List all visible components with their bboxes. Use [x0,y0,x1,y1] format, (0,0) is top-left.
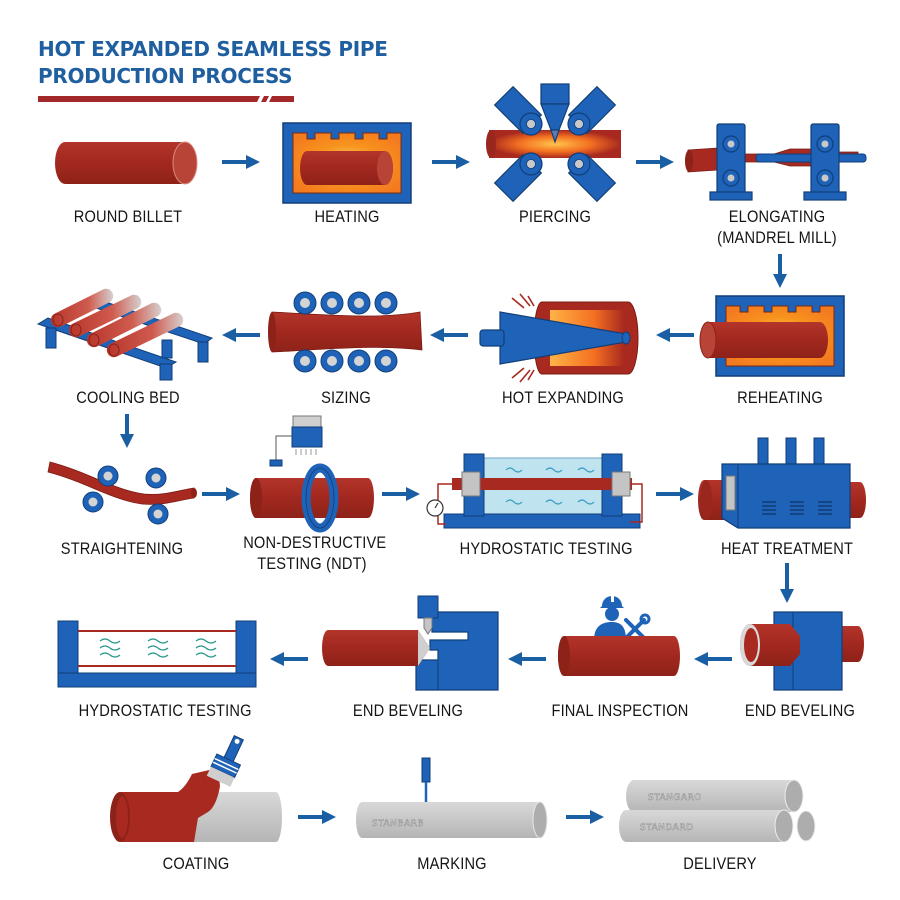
arrow-left-icon [694,652,732,666]
marking-pipe-text: STANBARB [372,819,424,829]
step-label-heat-treatment: HEAT TREATMENT [720,539,854,558]
step-label-ndt-line2: TESTING (NDT) [257,554,367,573]
sizing-rollers-icon [268,291,423,373]
pipe-stack-icon: STANGARO STANDARD [619,779,816,843]
step-hot-expanding [478,292,648,384]
page-title: HOT EXPANDED SEAMLESS PIPE PRODUCTION PR… [38,36,388,90]
arrow-down-icon [780,563,794,603]
step-sizing [266,290,426,380]
arrow-left-icon [430,328,468,342]
heat-treatment-furnace-icon [698,437,866,529]
step-label-hydrostatic-testing-1: HYDROSTATIC TESTING [459,539,633,558]
step-label-round-billet: ROUND BILLET [73,207,183,226]
step-piercing [485,82,625,203]
arrow-left-icon [222,328,260,342]
step-label-elongating-line2: (MANDREL MILL) [717,228,837,247]
arrow-left-icon [270,652,308,666]
step-heating [282,122,412,204]
arrow-right-icon [222,155,260,169]
reheating-furnace-icon [699,295,845,377]
arrow-left-icon [508,652,546,666]
straightener-icon [47,461,197,525]
wrench-screwdriver-icon [624,618,646,640]
step-label-ndt: NON-DESTRUCTIVE TESTING (NDT) [243,532,387,574]
arrow-right-icon [298,810,336,824]
delivery-top-pipe-text: STANGARO [648,793,702,803]
step-label-hot-expanding: HOT EXPANDING [502,388,624,407]
step-delivery: STANGARO STANDARD [619,778,820,843]
step-label-piercing: PIERCING [518,207,592,226]
arrow-right-icon [432,155,470,169]
step-label-delivery: DELIVERY [683,854,757,873]
step-straightening [47,458,198,528]
step-label-end-beveling-1: END BEVELING [744,701,856,720]
arrow-left-icon [656,328,694,342]
step-label-heating: HEATING [314,207,380,226]
step-ndt [248,415,378,533]
expanding-cone-icon [479,293,639,383]
arrow-right-icon [636,155,674,169]
ndt-ring-icon [250,415,374,533]
title-underline [38,96,294,102]
step-marking: STANBARB [354,756,554,840]
step-label-reheating: REHEATING [737,388,823,407]
paint-brush-icon [110,734,282,842]
arrow-right-icon [656,487,694,501]
title-line-1: HOT EXPANDED SEAMLESS PIPE [38,37,388,61]
step-label-elongating: ELONGATING (MANDREL MILL) [708,206,846,248]
step-reheating [699,295,850,377]
piercing-mill-icon [486,83,621,203]
beveling-machine-icon [740,611,864,691]
delivery-bottom-pipe-text: STANDARD [640,823,694,833]
step-label-hydrostatic-testing-2: HYDROSTATIC TESTING [78,701,252,720]
hydrotest-tank-icon [426,453,643,529]
step-hydrostatic-testing-2 [57,620,257,689]
arrow-down-icon [773,254,787,288]
step-hydrostatic-testing-1 [424,452,644,532]
beveling-cutter-icon [322,595,499,691]
step-label-cooling-bed: COOLING BED [76,388,180,407]
step-final-inspection [556,592,686,682]
water-bath-icon [57,620,257,688]
worker-hardhat-icon [594,596,626,640]
step-label-sizing: SIZING [321,388,371,407]
furnace-icon [282,122,412,204]
step-elongating [684,123,870,202]
mandrel-mill-icon [685,123,867,201]
arrow-right-icon [566,810,604,824]
step-label-coating: COATING [162,854,230,873]
step-label-end-beveling-2: END BEVELING [352,701,464,720]
arrow-right-icon [202,487,240,501]
cooling-bed-icon [36,288,214,381]
step-end-beveling-1 [738,610,866,691]
step-label-straightening: STRAIGHTENING [60,539,184,558]
arrow-right-icon [382,487,420,501]
step-label-ndt-line1: NON-DESTRUCTIVE [243,533,387,552]
step-label-marking: MARKING [417,854,487,873]
step-label-elongating-line1: ELONGATING [728,207,826,226]
billet-icon [55,141,198,185]
inspector-icon [558,596,680,676]
title-line-2: PRODUCTION PROCESS [38,64,293,88]
step-cooling-bed [36,282,216,382]
step-end-beveling-2 [320,595,500,692]
step-coating [108,734,288,844]
step-round-billet [55,140,200,186]
marking-stylus-icon: STANBARB [356,757,548,839]
arrow-down-icon [120,414,134,448]
step-heat-treatment [698,436,868,532]
step-label-final-inspection: FINAL INSPECTION [551,701,689,720]
